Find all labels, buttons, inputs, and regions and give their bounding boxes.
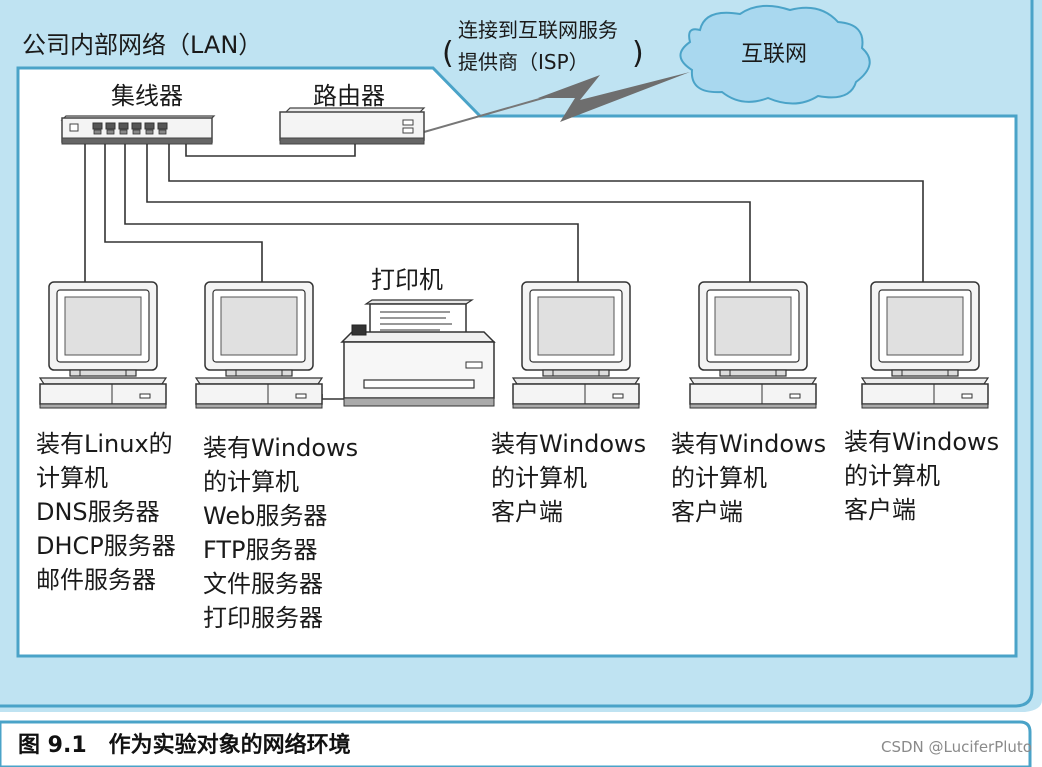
isp-label-line-1: 连接到互联网服务 [458, 18, 618, 42]
computer-1-icon [38, 281, 168, 409]
computer-3-description: 装有Windows 的计算机 客户端 [491, 427, 646, 529]
computer-4-description: 装有Windows 的计算机 客户端 [671, 427, 826, 529]
hub-port-led [106, 129, 115, 135]
hub-port-led [132, 129, 141, 135]
internet-cloud [679, 4, 871, 105]
hub-port [118, 122, 129, 130]
computer-2-description: 装有Windows 的计算机 Web服务器 FTP服务器 文件服务器 打印服务器 [203, 431, 358, 635]
hub-port [157, 122, 168, 130]
computer-2-line-4: FTP服务器 [203, 536, 318, 564]
computer-4-line-3: 客户端 [671, 498, 743, 526]
computer-3-icon [511, 281, 641, 409]
outer-panel-border [0, 0, 1034, 708]
router-label: 路由器 [313, 82, 385, 110]
computer-4-line-1: 装有Windows [671, 430, 827, 458]
hub-port [105, 122, 116, 130]
hub-port [144, 122, 155, 130]
computer-5-description: 装有Windows 的计算机 客户端 [844, 425, 999, 527]
computer-5-icon [860, 281, 990, 409]
isp-connection [423, 72, 690, 133]
printer-device [340, 299, 496, 407]
router-device [279, 107, 426, 145]
computer-2-line-3: Web服务器 [203, 502, 328, 530]
computer-1-line-5: 邮件服务器 [36, 566, 156, 594]
hub-label: 集线器 [111, 82, 183, 110]
computer-1-line-3: DNS服务器 [36, 498, 160, 526]
figure-caption: 图 9.1 作为实验对象的网络环境 [18, 733, 351, 758]
network-cables [84, 144, 924, 400]
computer-1-line-1: 装有Linux的 [36, 430, 173, 458]
computer-2-line-6: 打印服务器 [203, 604, 323, 632]
lan-label: 公司内部网络（LAN） [22, 31, 263, 59]
computer-1-line-2: 计算机 [36, 464, 108, 492]
hub-device [60, 115, 216, 145]
computer-3-line-1: 装有Windows [491, 430, 647, 458]
computer-3-line-2: 的计算机 [491, 464, 587, 492]
hub-port-led [158, 129, 167, 135]
hub-port [92, 122, 103, 130]
watermark: CSDN @LuciferPluto [880, 738, 1032, 756]
computer-2-icon [194, 281, 324, 409]
internet-label: 互联网 [741, 42, 808, 67]
hub-port-led [93, 129, 102, 135]
caption-strip [0, 720, 1032, 767]
computer-5-line-1: 装有Windows [844, 428, 1000, 456]
computers [38, 281, 990, 409]
isp-bracket-left: ( [442, 36, 454, 71]
computer-4-icon [688, 281, 818, 409]
isp-bracket-right: ) [632, 36, 644, 71]
computer-4-line-2: 的计算机 [671, 464, 767, 492]
computer-2-line-5: 文件服务器 [203, 570, 323, 598]
computer-2-line-1: 装有Windows [203, 434, 359, 462]
computer-5-line-2: 的计算机 [844, 462, 940, 490]
printer-label: 打印机 [371, 266, 443, 294]
computer-1-line-4: DHCP服务器 [36, 532, 176, 560]
isp-label-line-2: 提供商（ISP） [458, 50, 589, 74]
hub-port-led [119, 129, 128, 135]
hub-port [131, 122, 142, 130]
hub-ports [92, 122, 168, 135]
computer-2-line-2: 的计算机 [203, 468, 299, 496]
computer-5-line-3: 客户端 [844, 496, 916, 524]
lan-region [16, 66, 1018, 658]
hub-port-led [145, 129, 154, 135]
computer-3-line-3: 客户端 [491, 498, 563, 526]
computer-1-description: 装有Linux的 计算机 DNS服务器 DHCP服务器 邮件服务器 [36, 427, 176, 597]
